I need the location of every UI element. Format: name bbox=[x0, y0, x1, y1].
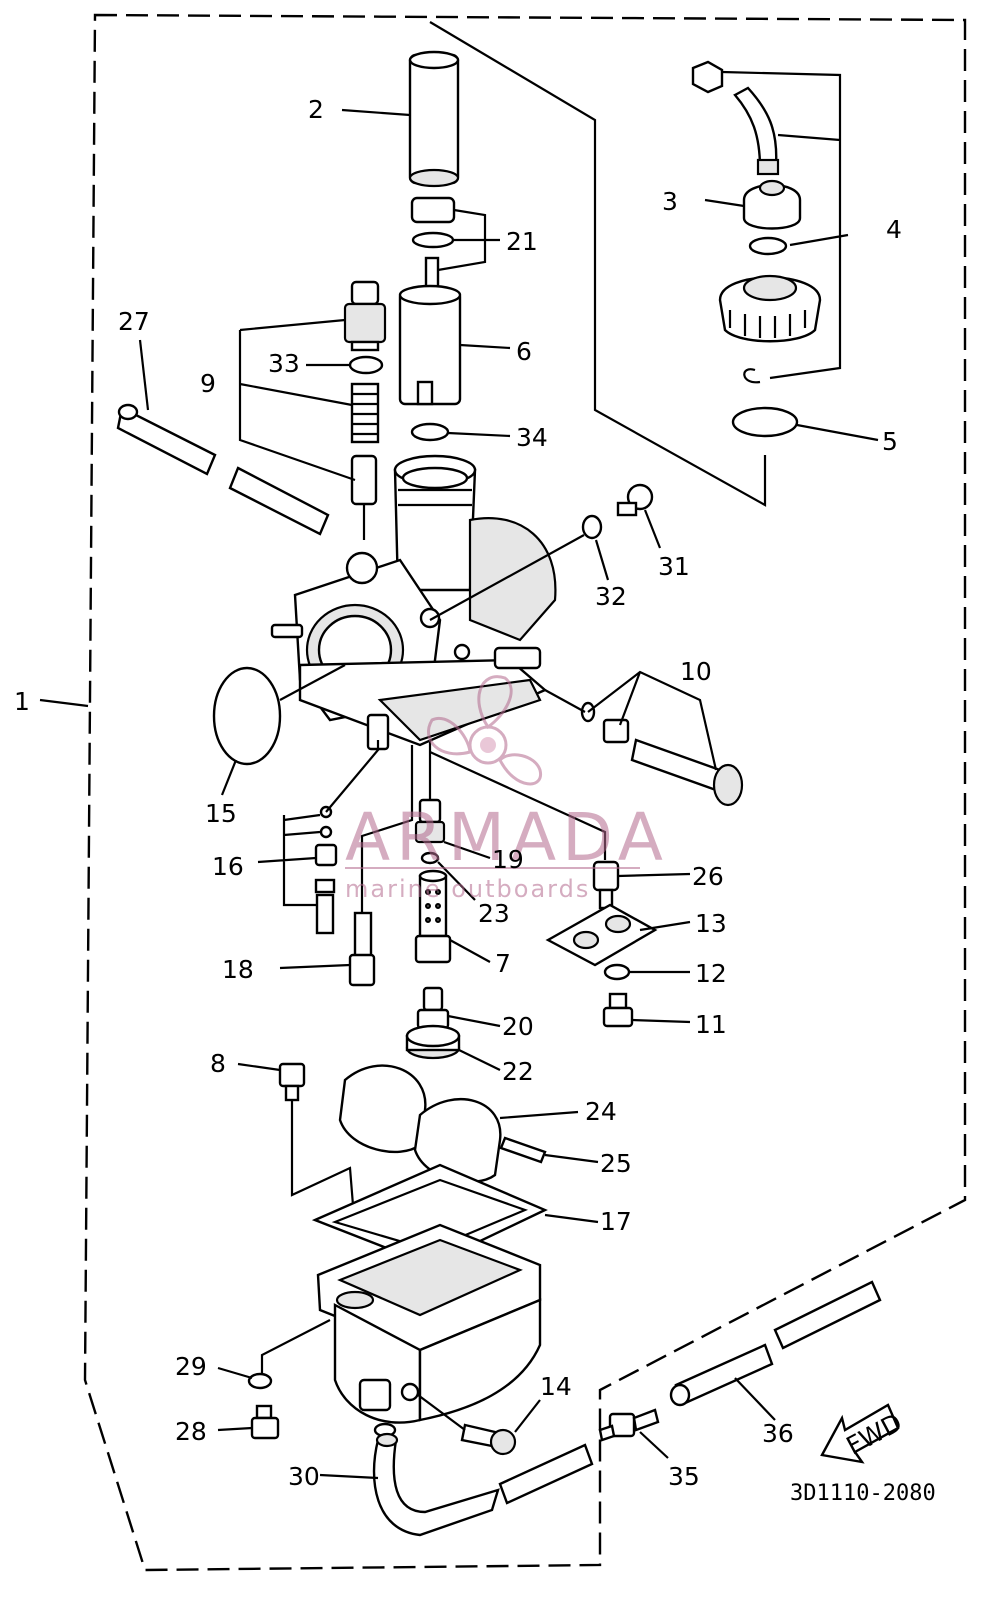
part-23-o-ring bbox=[420, 851, 440, 865]
watermark-subtitle: marine outboards bbox=[345, 875, 590, 903]
part-36-fuel-hose bbox=[669, 1280, 882, 1407]
part-label-22: 22 bbox=[502, 1057, 534, 1086]
part-label-1: 1 bbox=[14, 687, 30, 716]
part-label-33: 33 bbox=[268, 349, 300, 378]
part-33-o-ring bbox=[348, 355, 384, 375]
part-label-7: 7 bbox=[495, 949, 511, 978]
leader-1 bbox=[39, 698, 89, 708]
part-label-34: 34 bbox=[516, 423, 548, 452]
part-labels: 1 2 3 4 5 6 7 8 9 10 11 12 13 14 15 16 1… bbox=[14, 95, 902, 1491]
part-label-26: 26 bbox=[692, 862, 724, 891]
part-35-fitting bbox=[598, 1408, 660, 1442]
part-21-needle-clip bbox=[410, 196, 456, 300]
part-11-screw bbox=[602, 992, 634, 1028]
part-label-21: 21 bbox=[506, 227, 538, 256]
part-29-washer bbox=[247, 1372, 273, 1390]
part-label-4: 4 bbox=[886, 215, 902, 244]
part-32-washer bbox=[581, 514, 603, 540]
part-30-drain-hose bbox=[372, 1432, 594, 1537]
part-label-28: 28 bbox=[175, 1417, 207, 1446]
fwd-arrow-icon: FWD bbox=[820, 1403, 907, 1464]
part-25-pin bbox=[499, 1136, 547, 1164]
part-4-cable-adjuster bbox=[691, 60, 780, 176]
part-label-35: 35 bbox=[668, 1462, 700, 1491]
part-31-screw bbox=[616, 483, 654, 517]
part-28-drain-screw bbox=[250, 1404, 280, 1440]
part-label-31: 31 bbox=[658, 552, 690, 581]
drawing-code: 3D1110-2080 bbox=[790, 1481, 936, 1506]
part-27-vent-tube bbox=[116, 403, 330, 536]
part-12-washer bbox=[603, 963, 631, 981]
part-label-18: 18 bbox=[222, 955, 254, 984]
part-18-jet bbox=[348, 911, 376, 987]
part-13-gasket bbox=[545, 903, 658, 967]
part-label-25: 25 bbox=[600, 1149, 632, 1178]
float-chamber bbox=[316, 1223, 542, 1438]
part-label-8: 8 bbox=[210, 1049, 226, 1078]
part-label-24: 24 bbox=[585, 1097, 617, 1126]
part-label-9: 9 bbox=[200, 369, 216, 398]
watermark-title: ARMADA bbox=[345, 799, 669, 876]
part-label-10: 10 bbox=[680, 657, 712, 686]
part-label-20: 20 bbox=[502, 1012, 534, 1041]
part-19-jet-holder bbox=[414, 798, 446, 844]
part-label-29: 29 bbox=[175, 1352, 207, 1381]
part-6-throttle-valve bbox=[398, 284, 462, 406]
part-15-o-ring bbox=[212, 666, 282, 766]
part-label-14: 14 bbox=[540, 1372, 572, 1401]
part-label-15: 15 bbox=[205, 799, 237, 828]
part-label-36: 36 bbox=[762, 1419, 794, 1448]
part-4-mixing-chamber-top bbox=[718, 274, 822, 343]
part-34-washer bbox=[410, 422, 450, 442]
part-label-3: 3 bbox=[662, 187, 678, 216]
part-22-seat bbox=[405, 1024, 461, 1060]
part-label-11: 11 bbox=[695, 1010, 727, 1039]
watermark-propeller-logo bbox=[426, 675, 542, 786]
part-label-5: 5 bbox=[882, 427, 898, 456]
part-5-gasket bbox=[731, 406, 799, 438]
part-label-16: 16 bbox=[212, 852, 244, 881]
part-4-washer bbox=[748, 236, 788, 256]
part-10-pilot-screw bbox=[580, 701, 744, 807]
part-label-2: 2 bbox=[308, 95, 324, 124]
part-label-6: 6 bbox=[516, 337, 532, 366]
part-9-needle-valve bbox=[343, 280, 387, 352]
part-label-32: 32 bbox=[595, 582, 627, 611]
part-16-pilot-jet-set bbox=[314, 805, 338, 935]
part-14-screw bbox=[460, 1423, 517, 1456]
assembly-boundary bbox=[83, 13, 967, 1572]
carburetor-body bbox=[270, 454, 557, 751]
part-label-19: 19 bbox=[492, 845, 524, 874]
part-7-needle-jet bbox=[414, 869, 452, 964]
part-2-tube bbox=[408, 50, 460, 188]
part-8-screw bbox=[278, 1062, 306, 1102]
part-3-cap bbox=[742, 179, 802, 230]
part-20-valve-seat bbox=[416, 986, 450, 1030]
part-label-27: 27 bbox=[118, 307, 150, 336]
part-9-spring bbox=[350, 382, 380, 444]
part-label-12: 12 bbox=[695, 959, 727, 988]
part-label-17: 17 bbox=[600, 1207, 632, 1236]
part-24-floats bbox=[338, 1064, 502, 1183]
watermark: ARMADA marine outboards bbox=[345, 675, 669, 903]
part-label-23: 23 bbox=[478, 899, 510, 928]
part-label-13: 13 bbox=[695, 909, 727, 938]
part-9-needle bbox=[350, 454, 378, 540]
part-label-30: 30 bbox=[288, 1462, 320, 1491]
